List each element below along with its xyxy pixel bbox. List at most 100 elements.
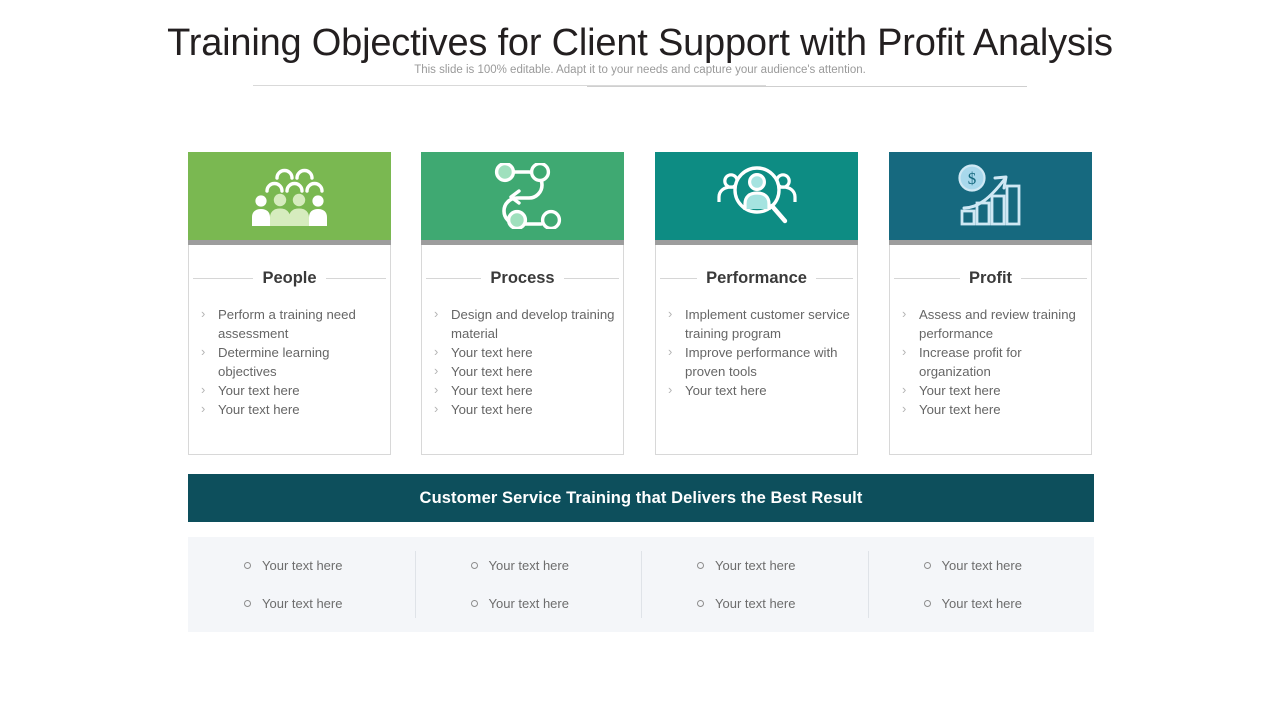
list-item: › Your text here — [199, 400, 384, 419]
page-title: Training Objectives for Client Support w… — [167, 22, 1113, 64]
chevron-right-icon: › — [434, 382, 439, 397]
highlight-banner: Customer Service Training that Delivers … — [188, 474, 1094, 522]
title-rule-right — [563, 278, 619, 279]
page-subtitle: This slide is 100% editable. Adapt it to… — [414, 64, 866, 76]
footer-item: Your text here — [923, 596, 1095, 611]
list-item-label: Your text here — [218, 402, 300, 417]
title-rule-right — [325, 278, 387, 279]
title-rule-left — [894, 278, 960, 279]
chevron-right-icon: › — [201, 306, 206, 321]
title-rule-right — [815, 278, 854, 279]
card-performance-header — [655, 152, 858, 245]
footer-item-label: Your text here — [941, 596, 1022, 611]
list-item-label: Assess and review training performance — [919, 307, 1076, 341]
footer-column-4: Your text here Your text here — [867, 537, 1095, 632]
circle-bullet-icon — [923, 562, 931, 569]
list-item: › Your text here — [432, 362, 617, 381]
chevron-right-icon: › — [201, 382, 206, 397]
card-people[interactable]: People › Perform a training need assessme… — [188, 152, 391, 455]
chevron-right-icon: › — [902, 401, 907, 416]
footer-item: Your text here — [244, 596, 415, 611]
list-item: › Your text here — [432, 400, 617, 419]
list-item: › Determine learning objectives — [199, 343, 384, 381]
list-item: › Your text here — [432, 343, 617, 362]
footer-column-1: Your text here Your text here — [188, 537, 415, 632]
circle-bullet-icon — [244, 600, 251, 607]
footer-item: Your text here — [923, 558, 1095, 573]
footer-item: Your text here — [697, 596, 868, 611]
list-item-label: Your text here — [451, 364, 533, 379]
footer-item-label: Your text here — [488, 596, 569, 611]
chevron-right-icon: › — [902, 344, 907, 359]
card-people-header — [188, 152, 391, 245]
footer-item: Your text here — [470, 558, 642, 573]
card-performance-title: Performance — [706, 269, 807, 287]
footer-item-label: Your text here — [262, 558, 343, 573]
footer-item-label: Your text here — [262, 596, 343, 611]
list-item-label: Increase profit for organization — [919, 345, 1022, 379]
list-item: › Your text here — [666, 381, 851, 400]
list-item: › Your text here — [900, 400, 1085, 419]
card-process-title: Process — [490, 269, 555, 287]
card-performance[interactable]: Performance › Implement customer service … — [655, 152, 858, 455]
list-item: ›Your text here — [900, 381, 1085, 400]
card-profit-title: Profit — [968, 269, 1013, 287]
title-divider-right — [587, 86, 1027, 87]
chevron-right-icon: › — [668, 382, 673, 397]
process-flow-icon — [483, 163, 563, 229]
list-item-label: Your text here — [451, 345, 533, 360]
list-item-label: Your text here — [451, 383, 533, 398]
title-rule-left — [660, 278, 698, 279]
chevron-right-icon: › — [434, 401, 439, 416]
chevron-right-icon: › — [201, 344, 206, 359]
footer-notes: Your text here Your text here Your text … — [188, 537, 1094, 632]
circle-bullet-icon — [923, 600, 931, 607]
footer-item: Your text here — [697, 558, 868, 573]
footer-column-3: Your text here Your text here — [641, 537, 868, 632]
circle-bullet-icon — [697, 562, 704, 569]
chevron-right-icon: › — [434, 344, 439, 359]
chevron-right-icon: › — [668, 344, 673, 359]
list-item-label: Improve performance with proven tools — [685, 345, 838, 379]
footer-column-2: Your text here Your text here — [414, 537, 642, 632]
card-process[interactable]: Process ›Design and develop training mat… — [421, 152, 624, 455]
list-item-label: Determine learning objectives — [218, 345, 330, 379]
list-item-label: Your text here — [919, 402, 1001, 417]
list-item: ›Assess and review training performance — [900, 305, 1085, 343]
list-item-label: Perform a training need assessment — [218, 307, 356, 341]
card-profit-header: $ — [889, 152, 1092, 245]
circle-bullet-icon — [470, 562, 478, 569]
chevron-right-icon: › — [902, 382, 907, 397]
footer-item-label: Your text here — [941, 558, 1022, 573]
card-people-title: People — [262, 269, 317, 287]
list-item: ›Implement customer service training pro… — [666, 305, 851, 343]
card-process-bullets: ›Design and develop training material ›Y… — [422, 305, 623, 419]
card-performance-bullets: › Implement customer service training pro… — [656, 305, 857, 400]
title-rule-right — [1021, 278, 1087, 279]
growth-chart-dollar-icon: $ — [952, 164, 1030, 228]
title-rule-left — [193, 278, 254, 279]
list-item-label: Implement customer service training prog… — [685, 307, 850, 341]
footer-item-label: Your text here — [488, 558, 569, 573]
footer-item-label: Your text here — [715, 596, 796, 611]
circle-bullet-icon — [697, 600, 704, 607]
card-process-header — [421, 152, 624, 245]
card-profit-title-row: Profit — [890, 269, 1091, 288]
title-divider-left — [253, 85, 766, 86]
list-item-label: Your text here — [218, 383, 300, 398]
chevron-right-icon: › — [434, 363, 439, 378]
footer-item: Your text here — [470, 596, 642, 611]
list-item: › Improve performance with proven tools — [666, 343, 851, 381]
card-people-bullets: › Perform a training need assessment › Det… — [189, 305, 390, 419]
list-item-label: Your text here — [685, 383, 767, 398]
circle-bullet-icon — [244, 562, 251, 569]
chevron-right-icon: › — [201, 401, 206, 416]
card-process-title-row: Process — [422, 269, 623, 288]
svg-text:$: $ — [967, 169, 976, 188]
list-item-label: Your text here — [451, 402, 533, 417]
people-group-icon — [247, 164, 333, 228]
card-profit[interactable]: $ Profit ›Assess and review training per… — [889, 152, 1092, 455]
chevron-right-icon: › — [434, 306, 439, 321]
circle-bullet-icon — [470, 600, 478, 607]
